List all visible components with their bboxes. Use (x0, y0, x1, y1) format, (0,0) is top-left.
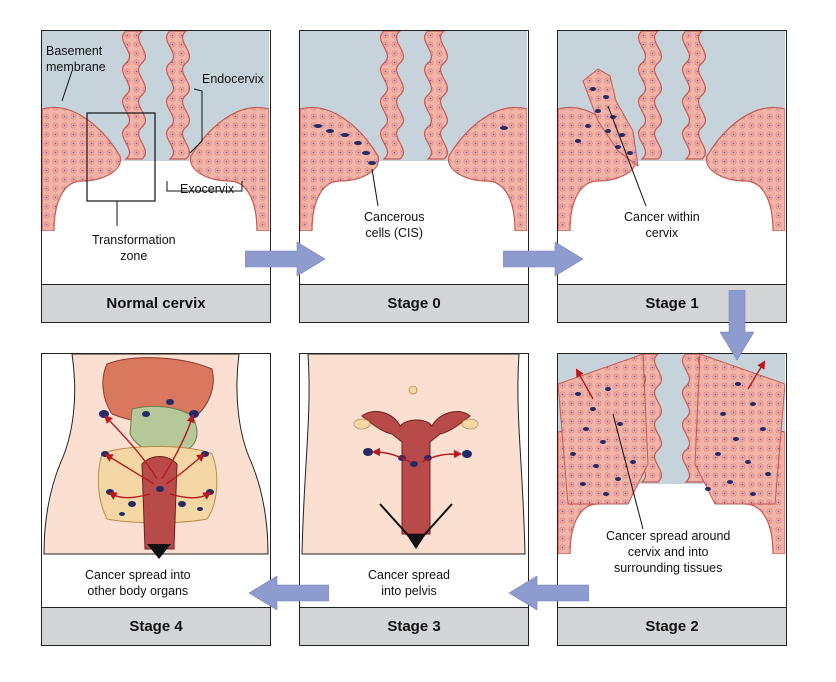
basement-membrane-label: Basement membrane (46, 44, 106, 74)
stage-1-label: Cancer within cervix (624, 210, 700, 240)
pelvic-notch (147, 544, 171, 559)
stage-0-illustration (300, 31, 527, 286)
panel-stage-0: Cancerous cells (CIS) Stage 0 (299, 30, 529, 323)
exocervix-pointer (166, 181, 243, 192)
stage-3-label: Cancer spread into pelvis (368, 568, 450, 598)
endocervix-label: Endocervix (202, 72, 264, 86)
stage-2-cancer-cells (570, 382, 771, 496)
stage-2-pointer (612, 413, 644, 530)
stage-3-spread-arrows (371, 447, 463, 463)
stage-4-label: Cancer spread into other body organs (85, 568, 191, 598)
stage-1-cancer-cells (575, 87, 633, 155)
cis-pointer (371, 168, 379, 207)
cis-label: Cancerous cells (CIS) (364, 210, 425, 240)
stage-3-illustration (301, 354, 526, 555)
arrow-stage-0-to-stage-1 (503, 242, 584, 276)
arrow-normal-to-stage-0 (245, 242, 326, 276)
basement-pointer (61, 70, 73, 102)
panel-stage-1: Cancer within cervix Stage 1 (557, 30, 787, 323)
stage-2-label: Cancer spread around cervix and into sur… (606, 529, 731, 575)
panel-stage-4: Cancer spread into other body organs Sta… (41, 353, 271, 646)
panel-stage-3: Cancer spread into pelvis Stage 3 (299, 353, 529, 646)
stage-1-illustration (558, 31, 785, 286)
stage-2-spread-arrows (575, 360, 766, 400)
stage-4-illustration (43, 354, 269, 559)
arrow-stage-1-to-stage-2 (720, 290, 754, 361)
panel-title-stage-0: Stage 0 (300, 284, 528, 322)
stage-1-pointer (607, 105, 647, 207)
panel-normal-cervix: Basement membrane Endocervix Exocervix T… (41, 30, 271, 323)
transformation-zone-box (86, 112, 156, 202)
stage-2-illustration (558, 354, 785, 609)
uterus-ovaries (361, 411, 471, 535)
panel-title-stage-4: Stage 4 (42, 607, 270, 645)
endocervix-pointer (189, 88, 203, 154)
arrow-stage-3-to-stage-4 (248, 576, 329, 610)
panel-title-stage-1: Stage 1 (558, 284, 786, 322)
panel-title-stage-3: Stage 3 (300, 607, 528, 645)
panel-title-normal: Normal cervix (42, 284, 270, 322)
transformation-zone-label: Transformation zone (92, 233, 176, 263)
normal-cervix-illustration (42, 31, 269, 286)
cis-cells (314, 124, 508, 165)
arrow-stage-2-to-stage-3 (508, 576, 589, 610)
panel-stage-2: Cancer spread around cervix and into sur… (557, 353, 787, 646)
uterus-shape (141, 456, 178, 550)
exocervix-label: Exocervix (180, 182, 235, 196)
stage-4-spread-arrows (104, 413, 212, 500)
navel (408, 385, 418, 395)
panel-title-stage-2: Stage 2 (558, 607, 786, 645)
